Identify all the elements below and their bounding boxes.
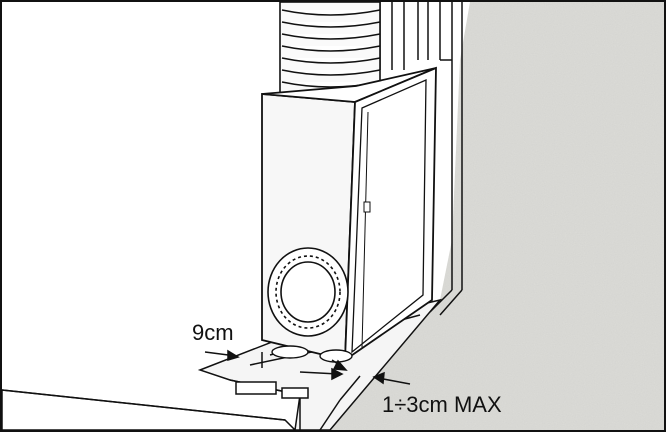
latch <box>363 201 371 213</box>
dimension-9cm <box>204 349 348 371</box>
flexible-duct <box>279 1 381 103</box>
wall-niche-frame <box>379 2 463 316</box>
dimension-wall-gap <box>299 367 411 385</box>
label-wall-gap: 1÷3cm MAX <box>382 392 502 417</box>
unit-base <box>271 345 353 363</box>
duct-outlet <box>267 247 349 337</box>
stone-wall <box>330 2 664 430</box>
label-9cm: 9cm <box>192 320 234 345</box>
